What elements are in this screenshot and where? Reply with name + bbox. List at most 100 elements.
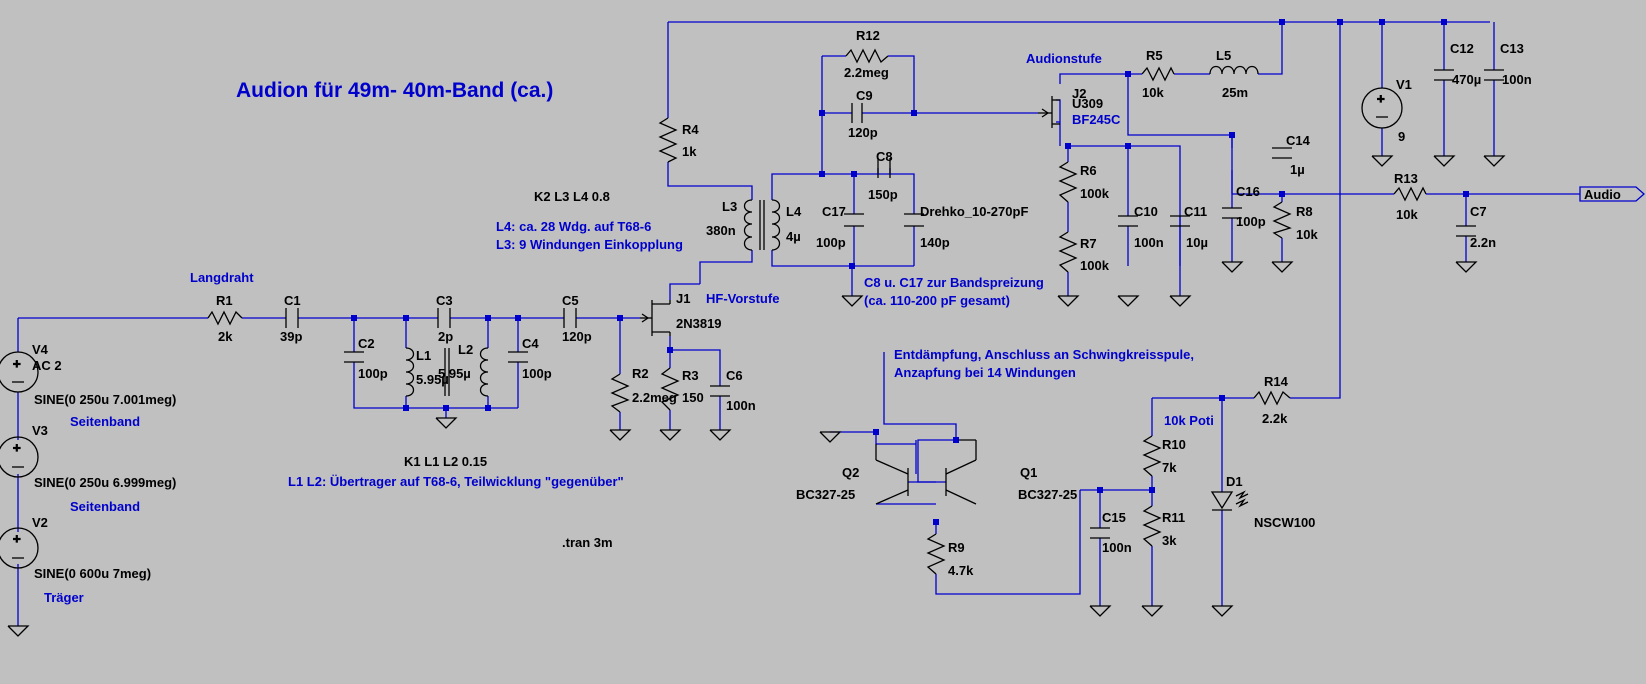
part-value: 5.95µ xyxy=(438,366,471,381)
comment-audionstufe: Audionstufe xyxy=(1026,51,1102,66)
part-value: 120p xyxy=(562,329,592,344)
part-value: 3k xyxy=(1162,533,1177,548)
part-value: 4µ xyxy=(786,229,801,244)
part-value: BC327-25 xyxy=(1018,487,1077,502)
part-value: NSCW100 xyxy=(1254,515,1315,530)
junction-dots xyxy=(351,19,1469,525)
part-value: 140p xyxy=(920,235,950,250)
capacitor-Drehko xyxy=(904,213,924,227)
part-name: R1 xyxy=(216,293,233,308)
capacitor-C13 xyxy=(1484,69,1504,81)
part-value: 2N3819 xyxy=(676,316,722,331)
part-value: 100n xyxy=(726,398,756,413)
part-value: 2.2meg xyxy=(632,390,677,405)
schematic-title: Audion für 49m- 40m-Band (ca.) xyxy=(236,79,553,102)
part-name: R9 xyxy=(948,540,965,555)
directive-k2: K2 L3 L4 0.8 xyxy=(534,189,610,204)
part-value: 10k xyxy=(1296,227,1318,242)
part-name: V4 xyxy=(32,342,49,357)
part-value: 100n xyxy=(1502,72,1532,87)
resistor-R5 xyxy=(1141,66,1175,82)
resistor-R12 xyxy=(845,48,889,64)
part-name: R13 xyxy=(1394,171,1418,186)
transistor-Q2 xyxy=(875,459,909,505)
part-value: 10k xyxy=(1142,85,1164,100)
part-name: C5 xyxy=(562,293,579,308)
part-name: R11 xyxy=(1162,510,1185,525)
resistor-R2 xyxy=(610,373,630,413)
part-value: 100n xyxy=(1134,235,1164,250)
part-value: 470µ xyxy=(1452,72,1481,87)
comment-bandspreizung-1: C8 u. C17 zur Bandspreizung xyxy=(864,275,1044,290)
part-name: C12 xyxy=(1450,41,1474,56)
net-label-audio: Audio xyxy=(1584,187,1621,202)
comment-l3: L3: 9 Windungen Einkopplung xyxy=(496,237,683,252)
part-name: V2 xyxy=(32,515,48,530)
components: + + + + xyxy=(0,48,1645,637)
source-V3: + xyxy=(0,436,39,478)
capacitor-C16 xyxy=(1222,207,1242,219)
comment-l4: L4: ca. 28 Wdg. auf T68-6 xyxy=(496,219,651,234)
inductor-L4 xyxy=(771,199,781,251)
part-name: R8 xyxy=(1296,204,1313,219)
part-value: 9 xyxy=(1398,129,1405,144)
part-value: 2.2n xyxy=(1470,235,1496,250)
part-value: 100k xyxy=(1080,186,1110,201)
resistor-R11 xyxy=(1142,505,1162,547)
part-name: C9 xyxy=(856,88,873,103)
part-name: C7 xyxy=(1470,204,1487,219)
resistor-R8 xyxy=(1272,201,1292,239)
part-value: 1µ xyxy=(1290,162,1305,177)
part-name: R10 xyxy=(1162,437,1186,452)
diode-D1 xyxy=(1210,490,1249,511)
capacitor-C11 xyxy=(1170,215,1190,227)
part-name: C2 xyxy=(358,336,375,351)
part-value: 100p xyxy=(816,235,846,250)
part-name: R6 xyxy=(1080,163,1097,178)
capacitor-C2 xyxy=(344,351,364,363)
part-value: 10k xyxy=(1396,207,1418,222)
part-value: 39p xyxy=(280,329,302,344)
svg-text:+: + xyxy=(13,531,21,546)
resistor-R6 xyxy=(1058,161,1078,203)
part-value: 120p xyxy=(848,125,878,140)
part-value: 2.2k xyxy=(1262,411,1288,426)
part-value: 100p xyxy=(522,366,552,381)
part-value-2: BF245C xyxy=(1072,112,1121,127)
part-name: L1 xyxy=(416,348,431,363)
part-name: C15 xyxy=(1102,510,1126,525)
part-name: J2 xyxy=(1072,86,1086,101)
part-name: C13 xyxy=(1500,41,1524,56)
part-value: 25m xyxy=(1222,85,1248,100)
part-value: SINE(0 250u 7.001meg) xyxy=(34,392,176,407)
capacitor-C12 xyxy=(1434,69,1454,81)
comment-entdaempfung-1: Entdämpfung, Anschluss an Schwingkreissp… xyxy=(894,347,1194,362)
part-value: 100n xyxy=(1102,540,1132,555)
part-name: C17 xyxy=(822,204,846,219)
svg-text:+: + xyxy=(13,356,21,371)
jfet-J1 xyxy=(640,300,671,336)
part-value: 2k xyxy=(218,329,233,344)
part-name: R7 xyxy=(1080,236,1097,251)
part-name: L2 xyxy=(458,342,473,357)
labels: Audion für 49m- 40m-Band (ca.) Langdraht… xyxy=(32,28,1621,605)
capacitor-C7 xyxy=(1456,225,1476,237)
part-name: C4 xyxy=(522,336,539,351)
part-name: V1 xyxy=(1396,77,1412,92)
part-value: SINE(0 250u 6.999meg) xyxy=(34,475,176,490)
part-name: C14 xyxy=(1286,133,1311,148)
part-value: 5.95µ xyxy=(416,372,449,387)
part-name: C10 xyxy=(1134,204,1158,219)
resistor-R3 xyxy=(660,367,680,411)
capacitor-C8 xyxy=(877,158,891,178)
part-name: R4 xyxy=(682,122,699,137)
capacitor-C1 xyxy=(285,308,299,328)
comment-traeger: Träger xyxy=(44,590,84,605)
transistor-Q1 xyxy=(875,439,977,505)
capacitor-C6 xyxy=(710,385,730,397)
comment-poti: 10k Poti xyxy=(1164,413,1214,428)
part-value: 100p xyxy=(1236,214,1266,229)
capacitor-C17 xyxy=(844,213,864,227)
part-name: Drehko_10-270pF xyxy=(920,204,1028,219)
svg-text:+: + xyxy=(13,440,21,455)
